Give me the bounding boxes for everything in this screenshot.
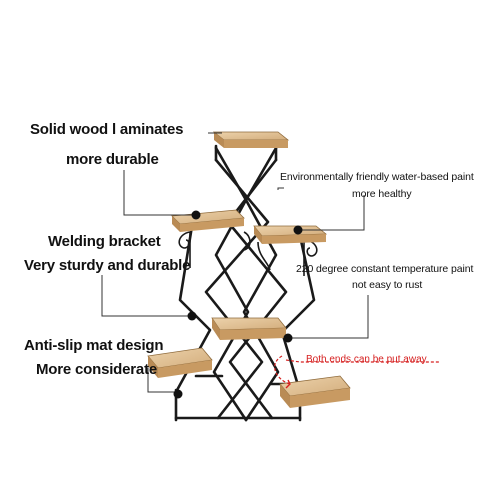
callout-leaders bbox=[101, 132, 369, 393]
label-anti-slip-line2: More considerate bbox=[36, 361, 158, 378]
label-temperature-line1: 220 degree constant temperature paint bbox=[296, 263, 474, 275]
wood-shelves bbox=[147, 131, 351, 408]
label-eco-paint-line2: more healthy bbox=[352, 188, 412, 200]
label-both-ends: Both ends can be put away bbox=[306, 354, 427, 365]
both-ends-callout bbox=[274, 355, 440, 389]
label-solid-wood-line1: Solid wood l aminates bbox=[30, 121, 184, 138]
label-welding-line2: Very sturdy and durable bbox=[24, 257, 191, 274]
label-anti-slip-line1: Anti-slip mat design bbox=[24, 337, 164, 354]
label-temperature-line2: not easy to rust bbox=[352, 279, 423, 291]
scroll-brackets bbox=[178, 231, 318, 276]
callout-dots bbox=[173, 210, 303, 399]
metal-frame bbox=[174, 144, 316, 422]
label-solid-wood-line2: more durable bbox=[66, 151, 159, 168]
label-welding-line1: Welding bracket bbox=[48, 233, 161, 250]
label-eco-paint-line1: Environmentally friendly water-based pai… bbox=[280, 171, 474, 183]
